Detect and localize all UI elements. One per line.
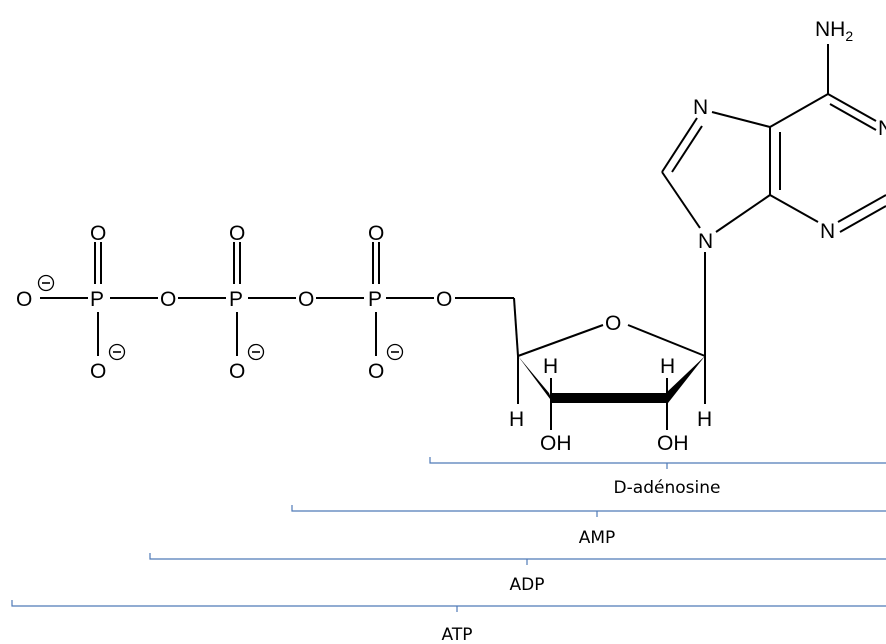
atom-h-c1: H (697, 408, 712, 431)
label-d-adenosine: D-adénosine (614, 478, 721, 498)
bracket-amp: AMP (291, 505, 886, 548)
atom-o-top2: O (229, 222, 245, 245)
atom-h-c4: H (509, 408, 524, 431)
atom-o-ring: O (605, 312, 621, 335)
atom-o-terminal: O (16, 288, 32, 311)
bond-n9-c4 (715, 194, 771, 233)
wedge-bond-right (666, 356, 705, 403)
atom-h-c3: H (543, 355, 558, 378)
negative-charge-icon (108, 343, 126, 361)
atom-p2: P (229, 288, 243, 311)
bond-ch2-c4 (513, 297, 519, 357)
bond-n7-c5 (711, 111, 771, 128)
bond-c4-oring (517, 324, 604, 357)
label-adp: ADP (510, 575, 545, 595)
label-atp: ATP (442, 625, 473, 644)
ribose-ring: O H H OH H OH H (509, 252, 712, 455)
label-amp: AMP (579, 528, 616, 548)
bracket-adp: ADP (149, 553, 886, 595)
negative-charge-icon (247, 343, 265, 361)
bond-n3-c2 (837, 194, 886, 223)
bond-c6-n1 (827, 93, 877, 122)
atom-h-c2: H (660, 355, 675, 378)
thick-bond-c2-c3 (550, 393, 668, 403)
bond-c8-n7 (661, 117, 698, 173)
bond-c6-n1-double (829, 103, 877, 131)
bond-n9-c8 (661, 171, 701, 229)
bond-c8-n7-double (671, 125, 703, 173)
atom-o-top1: O (90, 222, 106, 245)
atom-n3: N (820, 220, 835, 243)
amine-group: NH2 (815, 18, 853, 44)
bracket-d-adenosine: D-adénosine (429, 457, 886, 498)
bond-oring-c1 (627, 324, 706, 357)
atom-o-bridge2: O (298, 288, 314, 311)
atom-p1: P (90, 288, 104, 311)
atom-o-bottom2: O (229, 360, 245, 383)
bond-n3-c2-double (839, 205, 886, 233)
atom-o-bottom1: O (90, 360, 106, 383)
atom-o-ester: O (436, 288, 452, 311)
atom-o-bottom3: O (368, 360, 384, 383)
bond-c4-n3 (769, 194, 819, 223)
bond-c5-c6 (769, 93, 829, 128)
hydroxyl-c2: OH (657, 432, 689, 455)
negative-charge-icon (386, 343, 404, 361)
hydroxyl-c3: OH (540, 432, 572, 455)
atom-n7: N (693, 96, 708, 119)
atom-n9: N (698, 230, 713, 253)
atom-o-top3: O (368, 222, 384, 245)
atom-p3: P (368, 288, 382, 311)
phosphate-chain: O P O P O P O O O O O O O (16, 222, 514, 383)
bracket-atp: ATP (11, 600, 886, 644)
adenine-base: N N N N NH2 (661, 18, 886, 253)
negative-charge-icon (37, 274, 55, 292)
atom-o-bridge1: O (160, 288, 176, 311)
atom-n1-partial: N (878, 117, 886, 140)
wedge-bond-left (518, 356, 553, 403)
